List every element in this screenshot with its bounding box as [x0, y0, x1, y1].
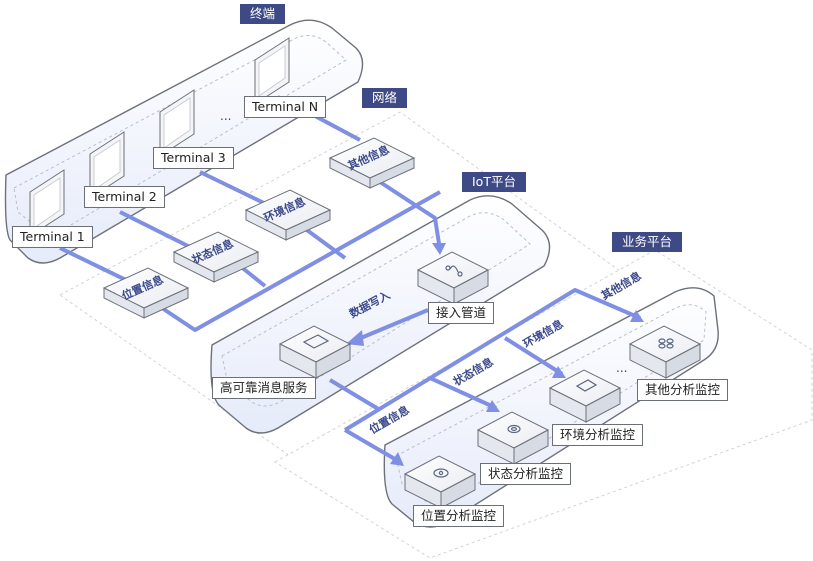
terminal-label-3: Terminal 3 — [153, 147, 234, 169]
environment-monitor-box — [548, 369, 622, 423]
other-monitor-label: 其他分析监控 — [637, 379, 729, 401]
access-pipe-label: 接入管道 — [428, 302, 495, 324]
flow-arrowheads — [390, 243, 644, 466]
terminal-label-n: Terminal N — [244, 96, 327, 118]
status-monitor-label: 状态分析监控 — [480, 463, 572, 485]
thermometer-icon — [575, 379, 598, 392]
terminal-ellipsis: ... — [220, 109, 231, 123]
pipe-icon — [445, 265, 463, 277]
status-monitor-box — [476, 411, 550, 465]
access-pipe-box — [416, 251, 490, 305]
terminal-monitor-1 — [29, 169, 65, 245]
message-icon — [302, 334, 330, 349]
write-flow — [346, 308, 429, 346]
messaging-label: 高可靠消息服务 — [212, 377, 316, 399]
camera-icon — [433, 468, 449, 478]
network-box-location: 位置信息 — [102, 267, 190, 319]
terminal-label-2: Terminal 2 — [84, 186, 165, 208]
network-box-status: 状态信息 — [172, 231, 260, 283]
fan-icon — [658, 338, 674, 349]
business-trunk — [328, 288, 641, 464]
other-monitor-box — [628, 325, 702, 379]
network-box-environment: 环境信息 — [244, 189, 332, 241]
section-tag-iot: IoT平台 — [462, 172, 526, 192]
terminal-label-1: Terminal 1 — [12, 226, 93, 248]
section-tag-business: 业务平台 — [612, 232, 683, 252]
location-monitor-box — [403, 455, 477, 509]
gear-icon — [507, 424, 521, 434]
messaging-box — [278, 325, 352, 379]
network-box-other: 其他信息 — [328, 137, 416, 189]
section-tag-network: 网络 — [362, 88, 408, 108]
section-tag-terminal: 终端 — [240, 4, 286, 24]
location-monitor-label: 位置分析监控 — [413, 505, 505, 527]
environment-monitor-label: 环境分析监控 — [552, 424, 644, 446]
monitor-ellipsis: ... — [616, 361, 627, 375]
